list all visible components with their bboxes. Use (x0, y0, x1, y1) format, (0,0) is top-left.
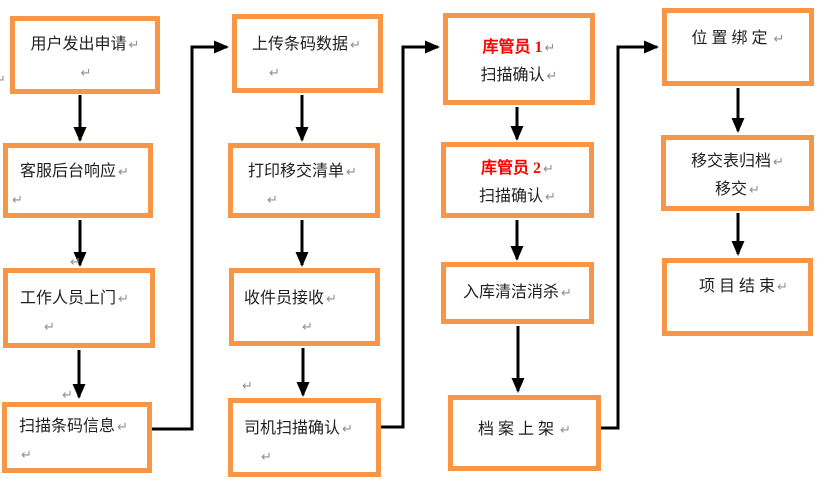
connector-col2-to-col3 (381, 40, 440, 429)
box-label: 工作人员上门 (20, 290, 117, 307)
box-label: 用户发出申请 (30, 36, 127, 53)
connector-col1-to-col2 (152, 40, 229, 431)
return-mark: ↵ (21, 448, 32, 463)
return-mark: ↵ (44, 320, 55, 335)
return-mark: ↵ (117, 420, 128, 435)
flow-box-service-response: 客服后台响应↵ ↵ (3, 143, 153, 218)
return-mark: ↵ (773, 155, 784, 170)
return-mark: ↵ (561, 286, 572, 301)
flow-box-receiver-accept: 收件员接收↵ ↵ (229, 268, 380, 346)
return-mark: ↵ (346, 165, 357, 180)
return-mark-stray: ↵ (242, 379, 253, 394)
connector-col3-to-col4 (601, 40, 659, 430)
box-label: 扫描条码信息 (19, 418, 116, 435)
box-label: 上传条码数据 (252, 36, 349, 53)
box-label-red: 库管员 1 (482, 39, 543, 56)
return-mark: ↵ (118, 165, 129, 180)
flow-box-scan-barcode: 扫描条码信息↵ ↵ (2, 402, 152, 473)
return-mark: ↵ (261, 450, 272, 465)
flow-box-print-list: 打印移交清单↵ ↵ (228, 143, 380, 218)
return-mark: ↵ (118, 292, 129, 307)
return-mark: ↵ (777, 280, 788, 295)
box-label: 项 目 结 束 (699, 278, 776, 295)
return-mark: ↵ (269, 66, 280, 81)
return-mark: ↵ (545, 190, 556, 205)
return-mark-stray: ↵ (0, 73, 6, 88)
return-mark: ↵ (128, 38, 140, 53)
return-mark: ↵ (326, 292, 337, 307)
return-mark: ↵ (342, 422, 353, 437)
return-mark: ↵ (773, 32, 785, 47)
return-mark: ↵ (12, 193, 23, 208)
box-label: 移交 (715, 181, 748, 198)
return-mark: ↵ (267, 193, 278, 208)
return-mark: ↵ (749, 183, 760, 198)
box-label: 位 置 绑 定 (691, 30, 772, 47)
return-mark-stray: ↵ (62, 388, 73, 403)
box-label-red: 库管员 2 (481, 160, 542, 177)
flow-box-archive-shelving: 档 案 上 架 ↵ (448, 395, 601, 471)
box-label: 扫描确认 (479, 188, 544, 205)
box-label: 司机扫描确认 (244, 420, 341, 437)
box-label: 扫描确认 (480, 67, 545, 84)
flow-box-project-end: 项 目 结 束↵ (662, 258, 813, 336)
flow-box-keeper1-scan: 库管员 1↵ 扫描确认↵ (443, 13, 595, 105)
box-label: 打印移交清单 (248, 163, 345, 180)
return-mark: ↵ (302, 320, 313, 335)
return-mark: ↵ (543, 162, 554, 177)
box-label: 移交表归档 (691, 153, 772, 170)
box-label: 入库清洁消杀 (463, 284, 560, 301)
flow-box-location-binding: 位 置 绑 定 ↵ (662, 8, 814, 86)
return-mark: ↵ (544, 41, 556, 56)
box-label: 档 案 上 架 (478, 421, 559, 438)
flow-box-warehouse-clean: 入库清洁消杀↵ (441, 262, 594, 324)
return-mark: ↵ (350, 38, 361, 53)
flow-box-transfer-archive: 移交表归档↵ 移交↵ (661, 135, 814, 211)
return-mark: ↵ (80, 66, 92, 81)
return-mark: ↵ (546, 69, 558, 84)
flow-box-upload-barcode: 上传条码数据↵ ↵ (232, 14, 383, 93)
flow-box-keeper2-scan: 库管员 2↵ 扫描确认↵ (441, 142, 594, 218)
return-mark: ↵ (560, 423, 571, 438)
box-label: 收件员接收 (244, 290, 325, 307)
box-label: 客服后台响应 (20, 163, 117, 180)
flow-box-staff-visit: 工作人员上门↵ ↵ (3, 268, 155, 348)
flow-box-driver-scan: 司机扫描确认↵ ↵ (228, 398, 381, 477)
flow-box-user-apply: 用户发出申请↵ ↵ (10, 16, 160, 94)
